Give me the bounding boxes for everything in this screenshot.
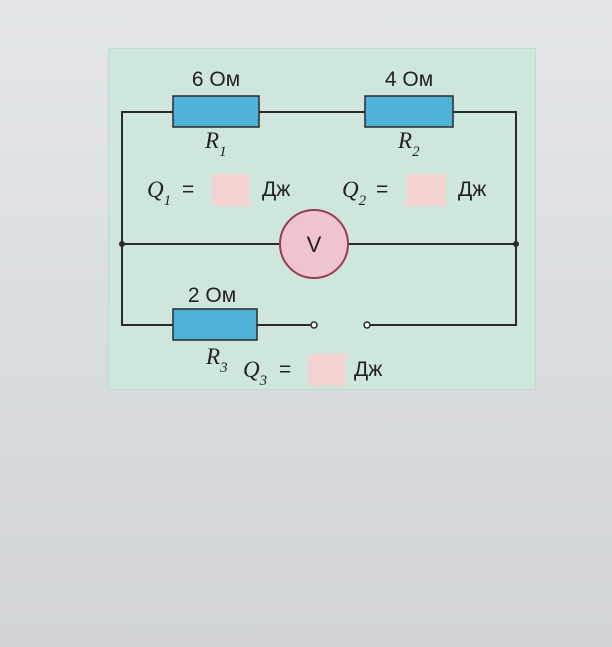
q1-input[interactable] — [212, 174, 250, 206]
wire-top-right — [453, 111, 517, 244]
q3-input[interactable] — [308, 354, 346, 386]
q2-equals: = — [376, 178, 388, 201]
junction-left — [119, 241, 125, 247]
wire-bottom-right — [369, 244, 517, 326]
q1-equals: = — [182, 178, 194, 201]
q3-unit: Дж — [354, 358, 382, 381]
switch-contact-left[interactable] — [310, 321, 318, 329]
r2-label: R2 — [397, 128, 420, 160]
q3-label: Q3 — [243, 357, 267, 389]
resistor-r3 — [172, 308, 258, 341]
r2-value: 4 Ом — [385, 68, 433, 91]
q2-label: Q2 — [342, 177, 367, 209]
r1-label: R1 — [204, 128, 227, 160]
q1-unit: Дж — [262, 178, 290, 201]
q2-input[interactable] — [406, 174, 446, 206]
switch-contact-right[interactable] — [363, 321, 371, 329]
r3-value: 2 Ом — [188, 284, 236, 307]
wire-bottom-left — [121, 244, 173, 326]
q1-label: Q1 — [147, 177, 171, 209]
wire-top-left — [121, 111, 173, 244]
resistor-r1 — [172, 95, 260, 128]
junction-right — [513, 241, 519, 247]
voltmeter-label: V — [307, 232, 322, 257]
wires — [121, 111, 517, 326]
r1-value: 6 Ом — [192, 68, 240, 91]
q3-equals: = — [279, 358, 291, 381]
voltmeter — [279, 209, 349, 279]
resistor-r2 — [364, 95, 454, 128]
r3-label: R3 — [205, 344, 228, 376]
q2-unit: Дж — [458, 178, 486, 201]
